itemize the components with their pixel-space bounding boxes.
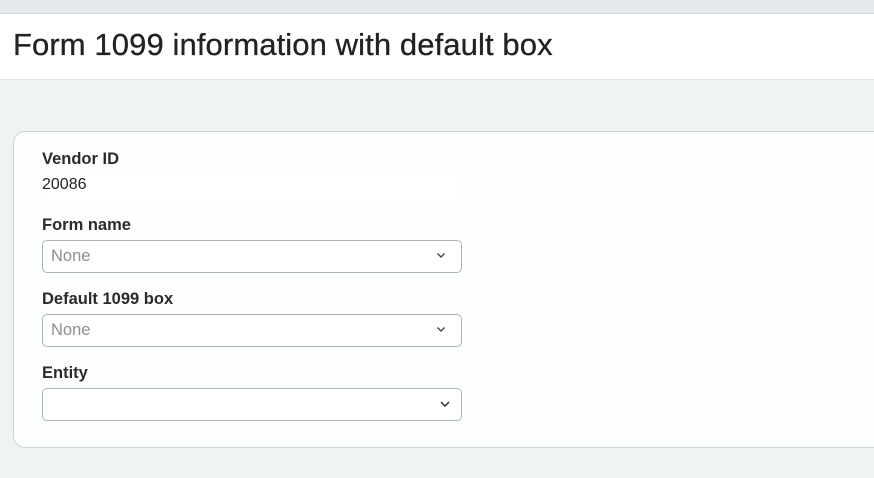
form-name-field: Form name None xyxy=(42,214,462,273)
entity-select[interactable] xyxy=(42,388,462,421)
chevron-down-icon xyxy=(439,398,451,410)
default-box-field: Default 1099 box None xyxy=(42,288,462,347)
vendor-id-value: 20086 xyxy=(42,176,462,200)
vendor-id-label: Vendor ID xyxy=(42,150,120,168)
page-header: Form 1099 information with default box xyxy=(0,14,874,80)
top-strip xyxy=(0,0,874,14)
entity-field: Entity xyxy=(42,362,462,421)
chevron-down-icon xyxy=(436,324,446,334)
page-title: Form 1099 information with default box xyxy=(13,27,553,62)
vendor-id-field: Vendor ID 20086 xyxy=(42,148,462,200)
entity-label: Entity xyxy=(42,364,88,382)
chevron-down-icon xyxy=(436,250,446,260)
default-box-label: Default 1099 box xyxy=(42,290,174,308)
default-box-select[interactable]: None xyxy=(42,314,462,347)
form-name-selected-value: None xyxy=(51,247,91,265)
form-name-select[interactable]: None xyxy=(42,240,462,273)
form-name-label: Form name xyxy=(42,216,131,234)
form-card: Vendor ID 20086 Form name None Default 1… xyxy=(13,131,874,448)
default-box-selected-value: None xyxy=(51,321,91,339)
